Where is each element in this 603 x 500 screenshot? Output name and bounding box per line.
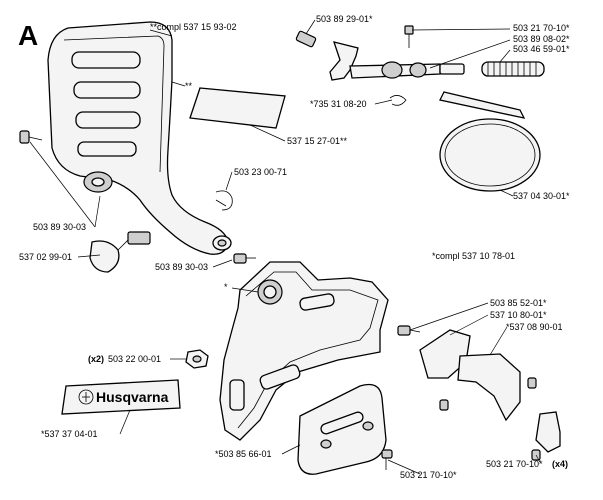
decal-sheet (189, 87, 286, 129)
label-537-02-99-01: 537 02 99-01 (19, 252, 72, 262)
handle-slot-3 (75, 111, 141, 129)
label-decal-marker: ** (185, 81, 193, 91)
husqvarna-logo-decal: Husqvarna (61, 379, 181, 415)
label-503-89-29-01: 503 89 29-01* (316, 14, 373, 24)
handle-slot-4 (77, 141, 137, 157)
label-503-85-52-01: 503 85 52-01* (490, 298, 547, 308)
stud-bolt (295, 30, 317, 48)
brake-lever (329, 41, 465, 81)
small-screw-top (404, 25, 414, 48)
part-labels: **compl 537 15 93-02 ** 537 15 27-01** 5… (19, 14, 570, 480)
label-503-23-00-71: 503 23 00-71 (234, 167, 287, 177)
label-503-21-70-10-right: 503 21 70-10* (486, 459, 543, 469)
label-compl-537-10-78-01: *compl 537 10 78-01 (432, 251, 515, 261)
label-735-31-08-20: *735 31 08-20 (310, 99, 367, 109)
handle-slot-1 (71, 51, 141, 69)
label-503-89-08-02: 503 89 08-02* (513, 34, 570, 44)
label-503-21-70-10-top: 503 21 70-10* (513, 23, 570, 33)
leader-lines (29, 19, 541, 475)
crown-logo-icon (78, 389, 94, 405)
label-qty-x4: (x4) (552, 459, 568, 469)
section-letter: A (18, 20, 38, 51)
label-503-89-30-03-lower: 503 89 30-03 (155, 262, 208, 272)
chain-brake-handle (47, 21, 232, 255)
small-clip (389, 95, 407, 106)
circlip (215, 190, 233, 211)
screw-bottom (381, 449, 393, 470)
label-compl-537-15-93-02: **compl 537 15 93-02 (150, 22, 237, 32)
brake-spring-plate (89, 231, 151, 273)
clutch-cover (219, 261, 389, 441)
handle-slot-2 (73, 81, 141, 99)
screw-left (19, 130, 43, 144)
label-503-46-59-01: 503 46 59-01* (513, 44, 570, 54)
screw-lower (233, 253, 256, 264)
label-qty-x2: (x2) (88, 354, 104, 364)
label-503-22-00-01: 503 22 00-01 (108, 354, 161, 364)
chain-catcher-bracket (419, 329, 561, 453)
coil-spring (481, 61, 545, 77)
label-503-85-66-01: *503 85 66-01 (215, 449, 272, 459)
label-cover-marker: * (224, 282, 228, 292)
label-537-37-04-01: *537 37 04-01 (41, 429, 98, 439)
label-503-89-30-03-upper: 503 89 30-03 (33, 222, 86, 232)
label-537-08-90-01: *537 08 90-01 (506, 322, 563, 332)
label-537-15-27-01: 537 15 27-01** (287, 136, 348, 146)
label-503-21-70-10-bottom: 503 21 70-10* (400, 470, 457, 480)
label-537-04-30-01: 537 04 30-01* (513, 191, 570, 201)
bar-plate (297, 383, 387, 475)
label-537-10-80-01: 537 10 80-01* (490, 310, 547, 320)
right-screws (397, 325, 541, 461)
brake-band (439, 91, 541, 192)
brand-logo-text: Husqvarna (96, 389, 169, 405)
bar-nut (185, 349, 209, 369)
